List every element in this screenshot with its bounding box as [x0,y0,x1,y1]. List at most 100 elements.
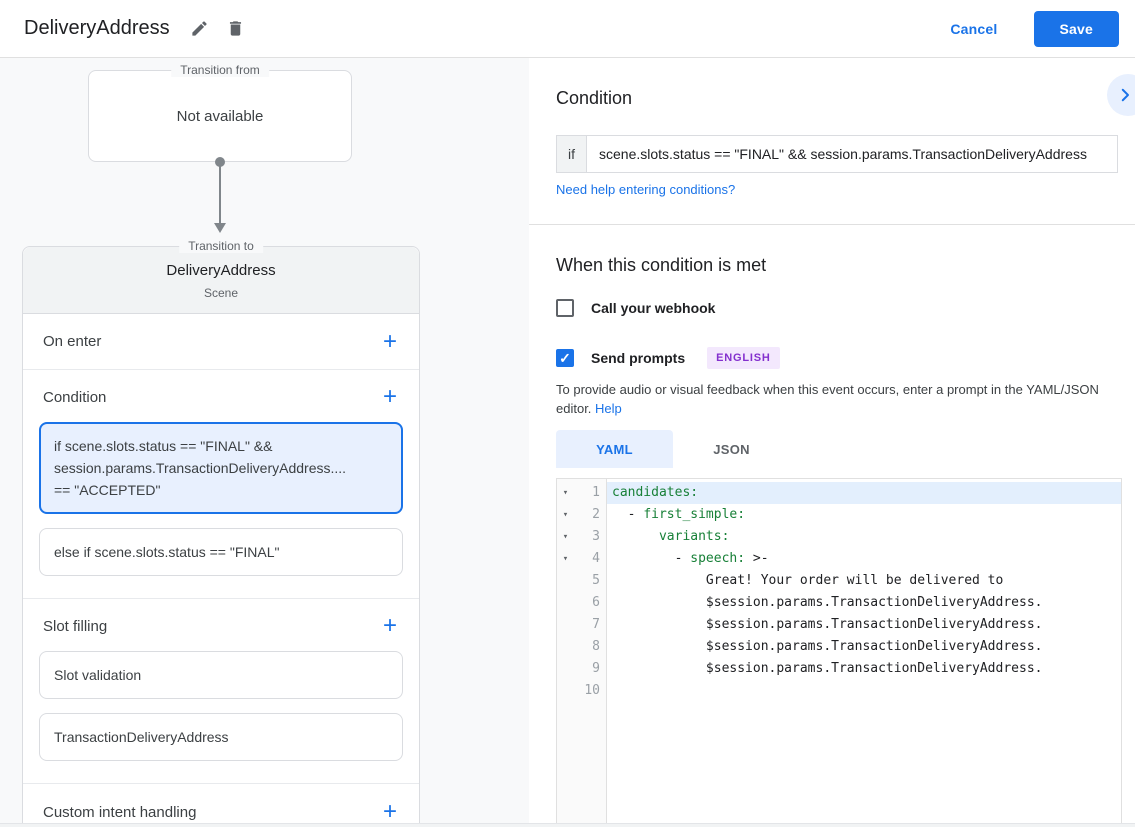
line-number: 2 [592,507,600,522]
condition-detail-panel: Condition if scene.slots.status == "FINA… [529,58,1135,823]
fold-arrow-icon [557,680,574,702]
line-number: 3 [592,529,600,544]
fold-arrow-icon[interactable]: ▾ [562,532,569,542]
code-line: $session.params.TransactionDeliveryAddre… [612,617,1043,632]
top-bar: DeliveryAddress Cancel Save [0,0,1135,58]
call-webhook-checkbox[interactable] [556,299,574,317]
send-prompts-checkbox[interactable]: ✓ [556,349,574,367]
condition-card-line: session.params.TransactionDeliveryAddres… [54,460,347,476]
fold-arrow-icon[interactable]: ▾ [562,510,569,520]
hint-help-link[interactable]: Help [595,401,622,416]
code-line: Great! Your order will be delivered to [612,573,1004,588]
on-enter-label: On enter [43,333,102,350]
condition-card-else[interactable]: else if scene.slots.status == "FINAL" [39,528,403,576]
panel-divider [529,224,1135,225]
collapse-panel-button[interactable] [1107,74,1135,116]
scene-name: DeliveryAddress [166,262,276,279]
editor-code-area[interactable]: candidates: - first_simple: variants: - … [607,479,1121,823]
condition-help-link[interactable]: Need help entering conditions? [556,182,736,197]
condition-card-selected[interactable]: if scene.slots.status == "FINAL" && sess… [39,422,403,514]
transaction-delivery-address-card[interactable]: TransactionDeliveryAddress [39,713,403,761]
when-condition-title: When this condition is met [556,255,767,275]
edit-title-button[interactable] [182,11,218,47]
call-webhook-row: Call your webhook [556,299,715,317]
scene-card-header: DeliveryAddress Scene [23,247,419,314]
check-icon: ✓ [559,350,571,366]
tab-json[interactable]: JSON [673,430,790,468]
add-custom-intent-button[interactable]: + [382,798,397,824]
prompt-hint-text: To provide audio or visual feedback when… [556,380,1118,418]
call-webhook-label: Call your webhook [591,300,716,316]
fold-arrow-icon[interactable]: ▾ [562,554,569,564]
transition-from-box: Transition from Not available [88,63,352,162]
hint-text: To provide audio or visual feedback when… [556,382,1099,416]
connector-dot [215,157,225,167]
horizontal-scrollbar[interactable] [0,823,1135,827]
connector-arrowhead-icon [214,223,226,233]
scene-card: Transition to DeliveryAddress Scene On e… [22,239,420,824]
custom-intent-section[interactable]: Custom intent handling + [23,784,419,824]
transition-from-value: Not available [176,107,264,125]
slot-filling-label: Slot filling [43,617,108,635]
code-line: candidates: [607,482,1121,504]
on-enter-section[interactable]: On enter + [23,314,419,370]
editor-gutter: ▾ 1 ▾ 2 ▾ 3 ▾ 4 5 6 7 8 9 10 [557,479,607,823]
line-number: 1 [592,485,600,500]
condition-card-line: if scene.slots.status == "FINAL" && [54,438,273,454]
fold-arrow-icon [557,636,574,658]
pencil-icon [192,21,207,36]
scene-flow-panel: Transition from Not available Transition… [0,58,529,823]
slot-validation-card[interactable]: Slot validation [39,651,403,699]
code-line: - first_simple: [612,507,746,522]
line-number: 7 [592,617,600,632]
fold-arrow-icon [557,570,574,592]
send-prompts-label: Send prompts [591,350,686,366]
condition-card-line: else if scene.slots.status == "FINAL" [54,544,280,560]
slot-card-label: Slot validation [54,667,142,683]
custom-intent-label: Custom intent handling [43,803,197,821]
fold-arrow-icon [557,592,574,614]
line-number: 6 [592,595,600,610]
line-number: 4 [592,551,600,566]
language-badge: ENGLISH [707,347,780,369]
condition-panel-title: Condition [556,88,633,108]
line-number: 5 [592,573,600,588]
condition-section-label: Condition [43,388,107,406]
add-slot-button[interactable]: + [382,612,397,639]
yaml-code-editor[interactable]: ▾ 1 ▾ 2 ▾ 3 ▾ 4 5 6 7 8 9 10 candidates: - f… [556,478,1122,823]
slot-card-label: TransactionDeliveryAddress [54,729,229,745]
condition-card-line: == "ACCEPTED" [54,482,161,498]
slot-filling-section: Slot filling + Slot validation Transacti… [23,599,419,784]
delete-scene-button[interactable] [218,11,254,47]
if-prefix-label: if [557,136,587,172]
page-title: DeliveryAddress [24,17,170,39]
code-line: $session.params.TransactionDeliveryAddre… [612,595,1043,610]
tab-yaml[interactable]: YAML [556,430,673,468]
save-button[interactable]: Save [1033,10,1119,47]
editor-tabs: YAML JSON [556,430,790,468]
connector-line [219,164,221,224]
chevron-right-icon [1121,88,1129,102]
code-line [607,680,1121,702]
code-line: variants: [658,529,730,544]
add-on-enter-button[interactable]: + [382,327,397,355]
line-number: 9 [592,661,600,676]
code-line: $session.params.TransactionDeliveryAddre… [612,661,1043,676]
transition-from-label: Transition from [171,63,269,77]
condition-section: Condition + if scene.slots.status == "FI… [23,370,419,599]
send-prompts-row: ✓ Send prompts ENGLISH [556,347,780,369]
fold-arrow-icon [557,614,574,636]
add-condition-button[interactable]: + [382,383,397,410]
trash-icon [230,21,242,36]
line-number: 8 [592,639,600,654]
condition-expression-field: if scene.slots.status == "FINAL" && sess… [556,135,1118,173]
line-number: 10 [584,683,600,698]
scene-type: Scene [203,286,239,300]
code-line: $session.params.TransactionDeliveryAddre… [612,639,1043,654]
transition-to-label: Transition to [179,239,263,253]
cancel-button[interactable]: Cancel [950,20,998,37]
fold-arrow-icon [557,658,574,680]
fold-arrow-icon[interactable]: ▾ [562,488,569,498]
code-line: - speech: >- [612,551,769,566]
condition-expression-input[interactable]: scene.slots.status == "FINAL" && session… [599,146,1087,162]
